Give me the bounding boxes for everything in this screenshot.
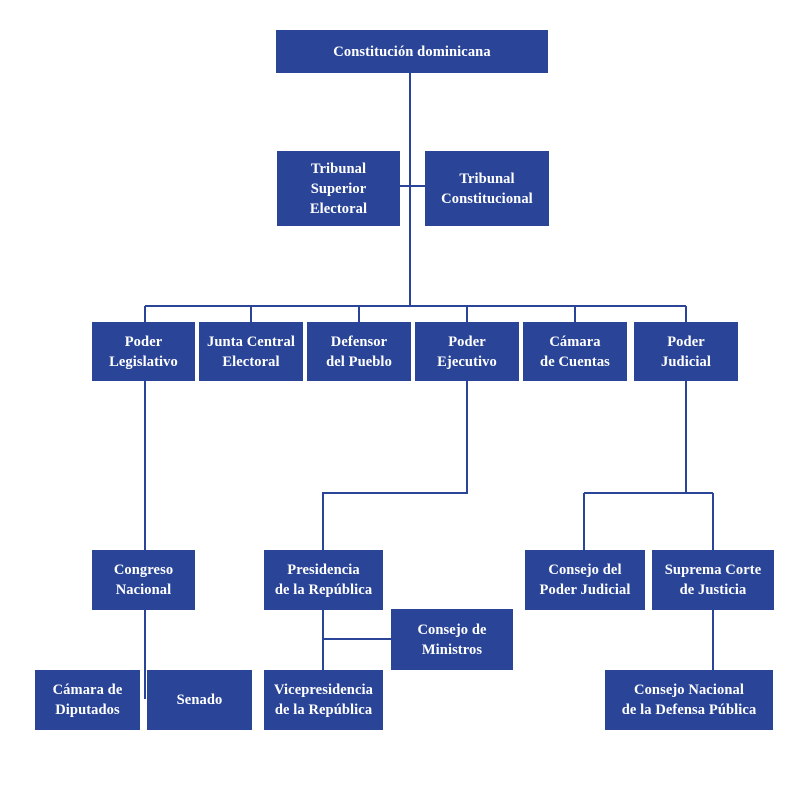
node-junta-central-electoral: Junta Central Electoral (199, 322, 303, 381)
node-consejo-de-ministros: Consejo de Ministros (391, 609, 513, 670)
node-senado: Senado (147, 670, 252, 730)
node-consejo-nacional-defensa-publica: Consejo Nacional de la Defensa Pública (605, 670, 773, 730)
node-defensor-del-pueblo: Defensor del Pueblo (307, 322, 411, 381)
connector-ejecutivo-presidencia (322, 381, 468, 550)
node-poder-ejecutivo: Poder Ejecutivo (415, 322, 519, 381)
node-camara-de-diputados: Cámara de Diputados (35, 670, 140, 730)
node-poder-legislativo: Poder Legislativo (92, 322, 195, 381)
node-tribunal-superior-electoral: Tribunal Superior Electoral (277, 151, 400, 226)
node-vicepresidencia-de-la-republica: Vicepresidencia de la República (264, 670, 383, 730)
node-poder-judicial: Poder Judicial (634, 322, 738, 381)
node-presidencia-de-la-republica: Presidencia de la República (264, 550, 383, 610)
node-tribunal-constitucional: Tribunal Constitucional (425, 151, 549, 226)
node-suprema-corte-de-justicia: Suprema Corte de Justicia (652, 550, 774, 610)
node-congreso-nacional: Congreso Nacional (92, 550, 195, 610)
node-constitucion-dominicana: Constitución dominicana (276, 30, 548, 73)
node-consejo-del-poder-judicial: Consejo del Poder Judicial (525, 550, 645, 610)
node-camara-de-cuentas: Cámara de Cuentas (523, 322, 627, 381)
